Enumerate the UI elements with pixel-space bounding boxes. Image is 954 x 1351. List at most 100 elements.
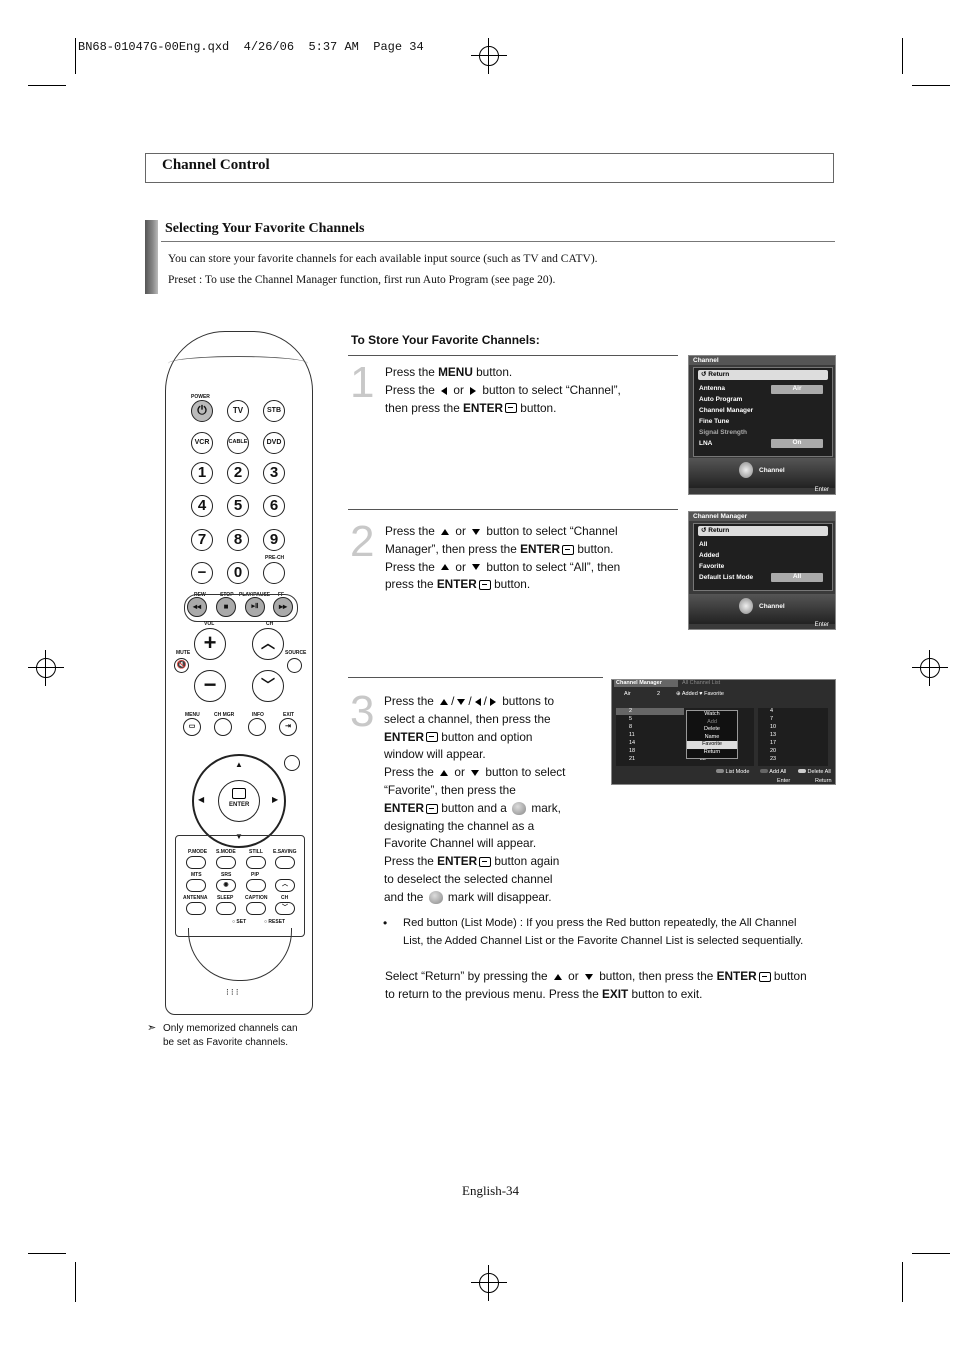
right-channel: 10: [770, 724, 777, 730]
right-arrow-icon[interactable]: ▶: [272, 795, 279, 804]
registration-mark: [912, 650, 948, 686]
channel-count: 2: [657, 691, 661, 697]
digit-button[interactable]: 9: [263, 529, 285, 551]
info-button[interactable]: [248, 718, 266, 736]
ch-mgr-button[interactable]: [214, 718, 232, 736]
channel-menu-screen: Channel ↺ Return Antenna Air Auto Progra…: [688, 355, 836, 495]
down-arrow-icon: [472, 564, 481, 571]
antenna-button[interactable]: [186, 902, 206, 915]
pmode-button[interactable]: [186, 856, 206, 869]
menu-item: Added: [699, 552, 720, 559]
pip-label: PIP: [251, 872, 260, 878]
step3-text: Press the /// buttons to select a channe…: [384, 694, 566, 905]
caption-button[interactable]: [246, 902, 266, 915]
remote-control: POWER ⏻ TV STB VCR CABLE DVD 1 2 3 4 5 6…: [165, 331, 313, 1015]
down-arrow-icon: [472, 528, 481, 535]
screen-footer: [689, 458, 835, 488]
left-arrow-icon[interactable]: ◀: [198, 795, 205, 804]
still-label: STILL: [249, 849, 263, 855]
vcr-button[interactable]: VCR: [191, 432, 213, 454]
step-number: 1: [350, 358, 375, 407]
exit-button[interactable]: ⇥: [279, 718, 297, 736]
mts-button[interactable]: [186, 879, 206, 892]
option-item: Return: [703, 748, 721, 755]
steps-title: To Store Your Favorite Channels:: [351, 333, 540, 347]
menu-button[interactable]: ▭: [183, 718, 201, 736]
bullet-text: Red button (List Mode) : If you press th…: [403, 917, 804, 947]
enter-button[interactable]: [218, 780, 260, 822]
left-channel: 14: [629, 740, 636, 746]
digit-button[interactable]: 4: [191, 495, 213, 517]
stop-button[interactable]: ■: [216, 597, 236, 617]
right-channel: 20: [770, 748, 777, 754]
print-header: BN68-01047G-00Eng.qxd 4/26/06 5:37 AM Pa…: [78, 40, 424, 54]
menu-item: All: [699, 541, 708, 548]
crop-mark: [28, 85, 66, 86]
source-label: Air: [624, 691, 631, 697]
source-button[interactable]: [287, 658, 302, 673]
battery-cover: [188, 928, 292, 981]
enter-icon: [479, 857, 492, 868]
reset-label: ○ RESET: [264, 919, 286, 925]
digit-button[interactable]: 5: [227, 495, 249, 517]
fast-forward-button[interactable]: ▸▸: [273, 597, 293, 617]
down-arrow-icon[interactable]: ▼: [235, 832, 243, 841]
up-arrow-icon: [441, 528, 450, 535]
digit-button[interactable]: 2: [227, 462, 249, 484]
dvd-button[interactable]: DVD: [263, 432, 285, 454]
footer-label: Channel: [759, 467, 785, 474]
pip-button[interactable]: [246, 879, 266, 892]
rewind-button[interactable]: ◂◂: [187, 597, 207, 617]
volume-up-button[interactable]: +: [194, 628, 226, 660]
tv-button[interactable]: TV: [227, 400, 249, 422]
option-item: Favorite: [687, 741, 737, 749]
volume-down-button[interactable]: −: [194, 670, 226, 702]
power-button[interactable]: ⏻: [191, 400, 213, 422]
right-channel: 7: [770, 716, 774, 722]
left-channel: 2: [629, 708, 633, 714]
registration-mark: [471, 1265, 507, 1301]
sleep-button[interactable]: [216, 902, 236, 915]
section-title: Channel Control: [162, 157, 270, 173]
play-label: PLAY/PAUSE: [239, 592, 271, 598]
down-arrow-icon: [584, 973, 593, 980]
digit-button[interactable]: 3: [263, 462, 285, 484]
menu-item: Antenna: [699, 385, 725, 392]
channel-down-button[interactable]: ﹀: [252, 670, 284, 702]
digit-button[interactable]: 0: [227, 562, 249, 584]
footer-list-mode: List Mode: [716, 769, 749, 775]
menu-item: Fine Tune: [699, 418, 730, 425]
vol-label: VOL: [204, 621, 215, 627]
ch-up-small-button[interactable]: ︿: [275, 879, 295, 892]
ch-down-small-button[interactable]: ﹀: [275, 902, 295, 915]
channel-manager-screen: Channel Manager ↺ Return All Added Favor…: [688, 511, 836, 630]
stb-button[interactable]: STB: [263, 400, 285, 422]
smode-button[interactable]: [216, 856, 236, 869]
left-channel: 11: [629, 732, 635, 738]
esaving-button[interactable]: [275, 856, 295, 869]
still-button[interactable]: [246, 856, 266, 869]
prech-button[interactable]: [263, 562, 285, 584]
digit-button[interactable]: 7: [191, 529, 213, 551]
tab-inactive: All Channel List: [682, 680, 721, 686]
digit-button[interactable]: 1: [191, 462, 213, 484]
cable-button[interactable]: CABLE: [227, 432, 249, 454]
dash-button[interactable]: −: [191, 562, 213, 584]
mute-button[interactable]: 🔇: [174, 658, 189, 673]
enter-label: ENTER: [229, 802, 250, 808]
light-button[interactable]: [284, 755, 300, 771]
up-arrow-icon[interactable]: ▲: [235, 760, 243, 769]
menu-item: LNA: [699, 440, 713, 447]
footer-enter: Enter: [777, 778, 791, 784]
srs-button[interactable]: ◉: [216, 879, 236, 892]
menu-item: Default List Mode: [699, 574, 754, 581]
digit-button[interactable]: 6: [263, 495, 285, 517]
heart-icon: [512, 802, 527, 816]
digit-button[interactable]: 8: [227, 529, 249, 551]
left-channel: 18: [629, 748, 636, 754]
right-channel: 23: [770, 756, 777, 762]
power-label: POWER: [191, 394, 210, 400]
play-pause-button[interactable]: ▸Ⅱ: [245, 597, 265, 617]
channel-up-button[interactable]: ︿: [252, 628, 284, 660]
option-item: Add: [707, 718, 717, 725]
